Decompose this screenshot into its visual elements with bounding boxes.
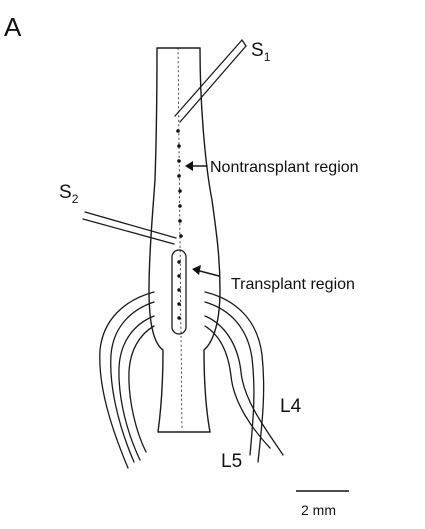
cord-midline — [178, 48, 182, 430]
root-l4-label: L4 — [280, 396, 302, 417]
right-roots — [205, 292, 283, 462]
electrode-s1 — [175, 40, 246, 122]
electrode-s1-label: S1 — [251, 40, 271, 64]
root-l5-label: L5 — [221, 451, 242, 472]
panel-label: A — [4, 12, 22, 42]
scale-bar-label: 2 mm — [301, 502, 336, 518]
nontransplant-arrow — [185, 161, 207, 171]
transplant-arrow — [192, 265, 219, 276]
electrode-s2 — [83, 212, 176, 244]
transplant-label: Transplant region — [231, 276, 355, 293]
electrode-s2-label: S2 — [59, 182, 79, 206]
nontransplant-label: Nontransplant region — [210, 159, 359, 176]
left-roots — [100, 292, 154, 468]
